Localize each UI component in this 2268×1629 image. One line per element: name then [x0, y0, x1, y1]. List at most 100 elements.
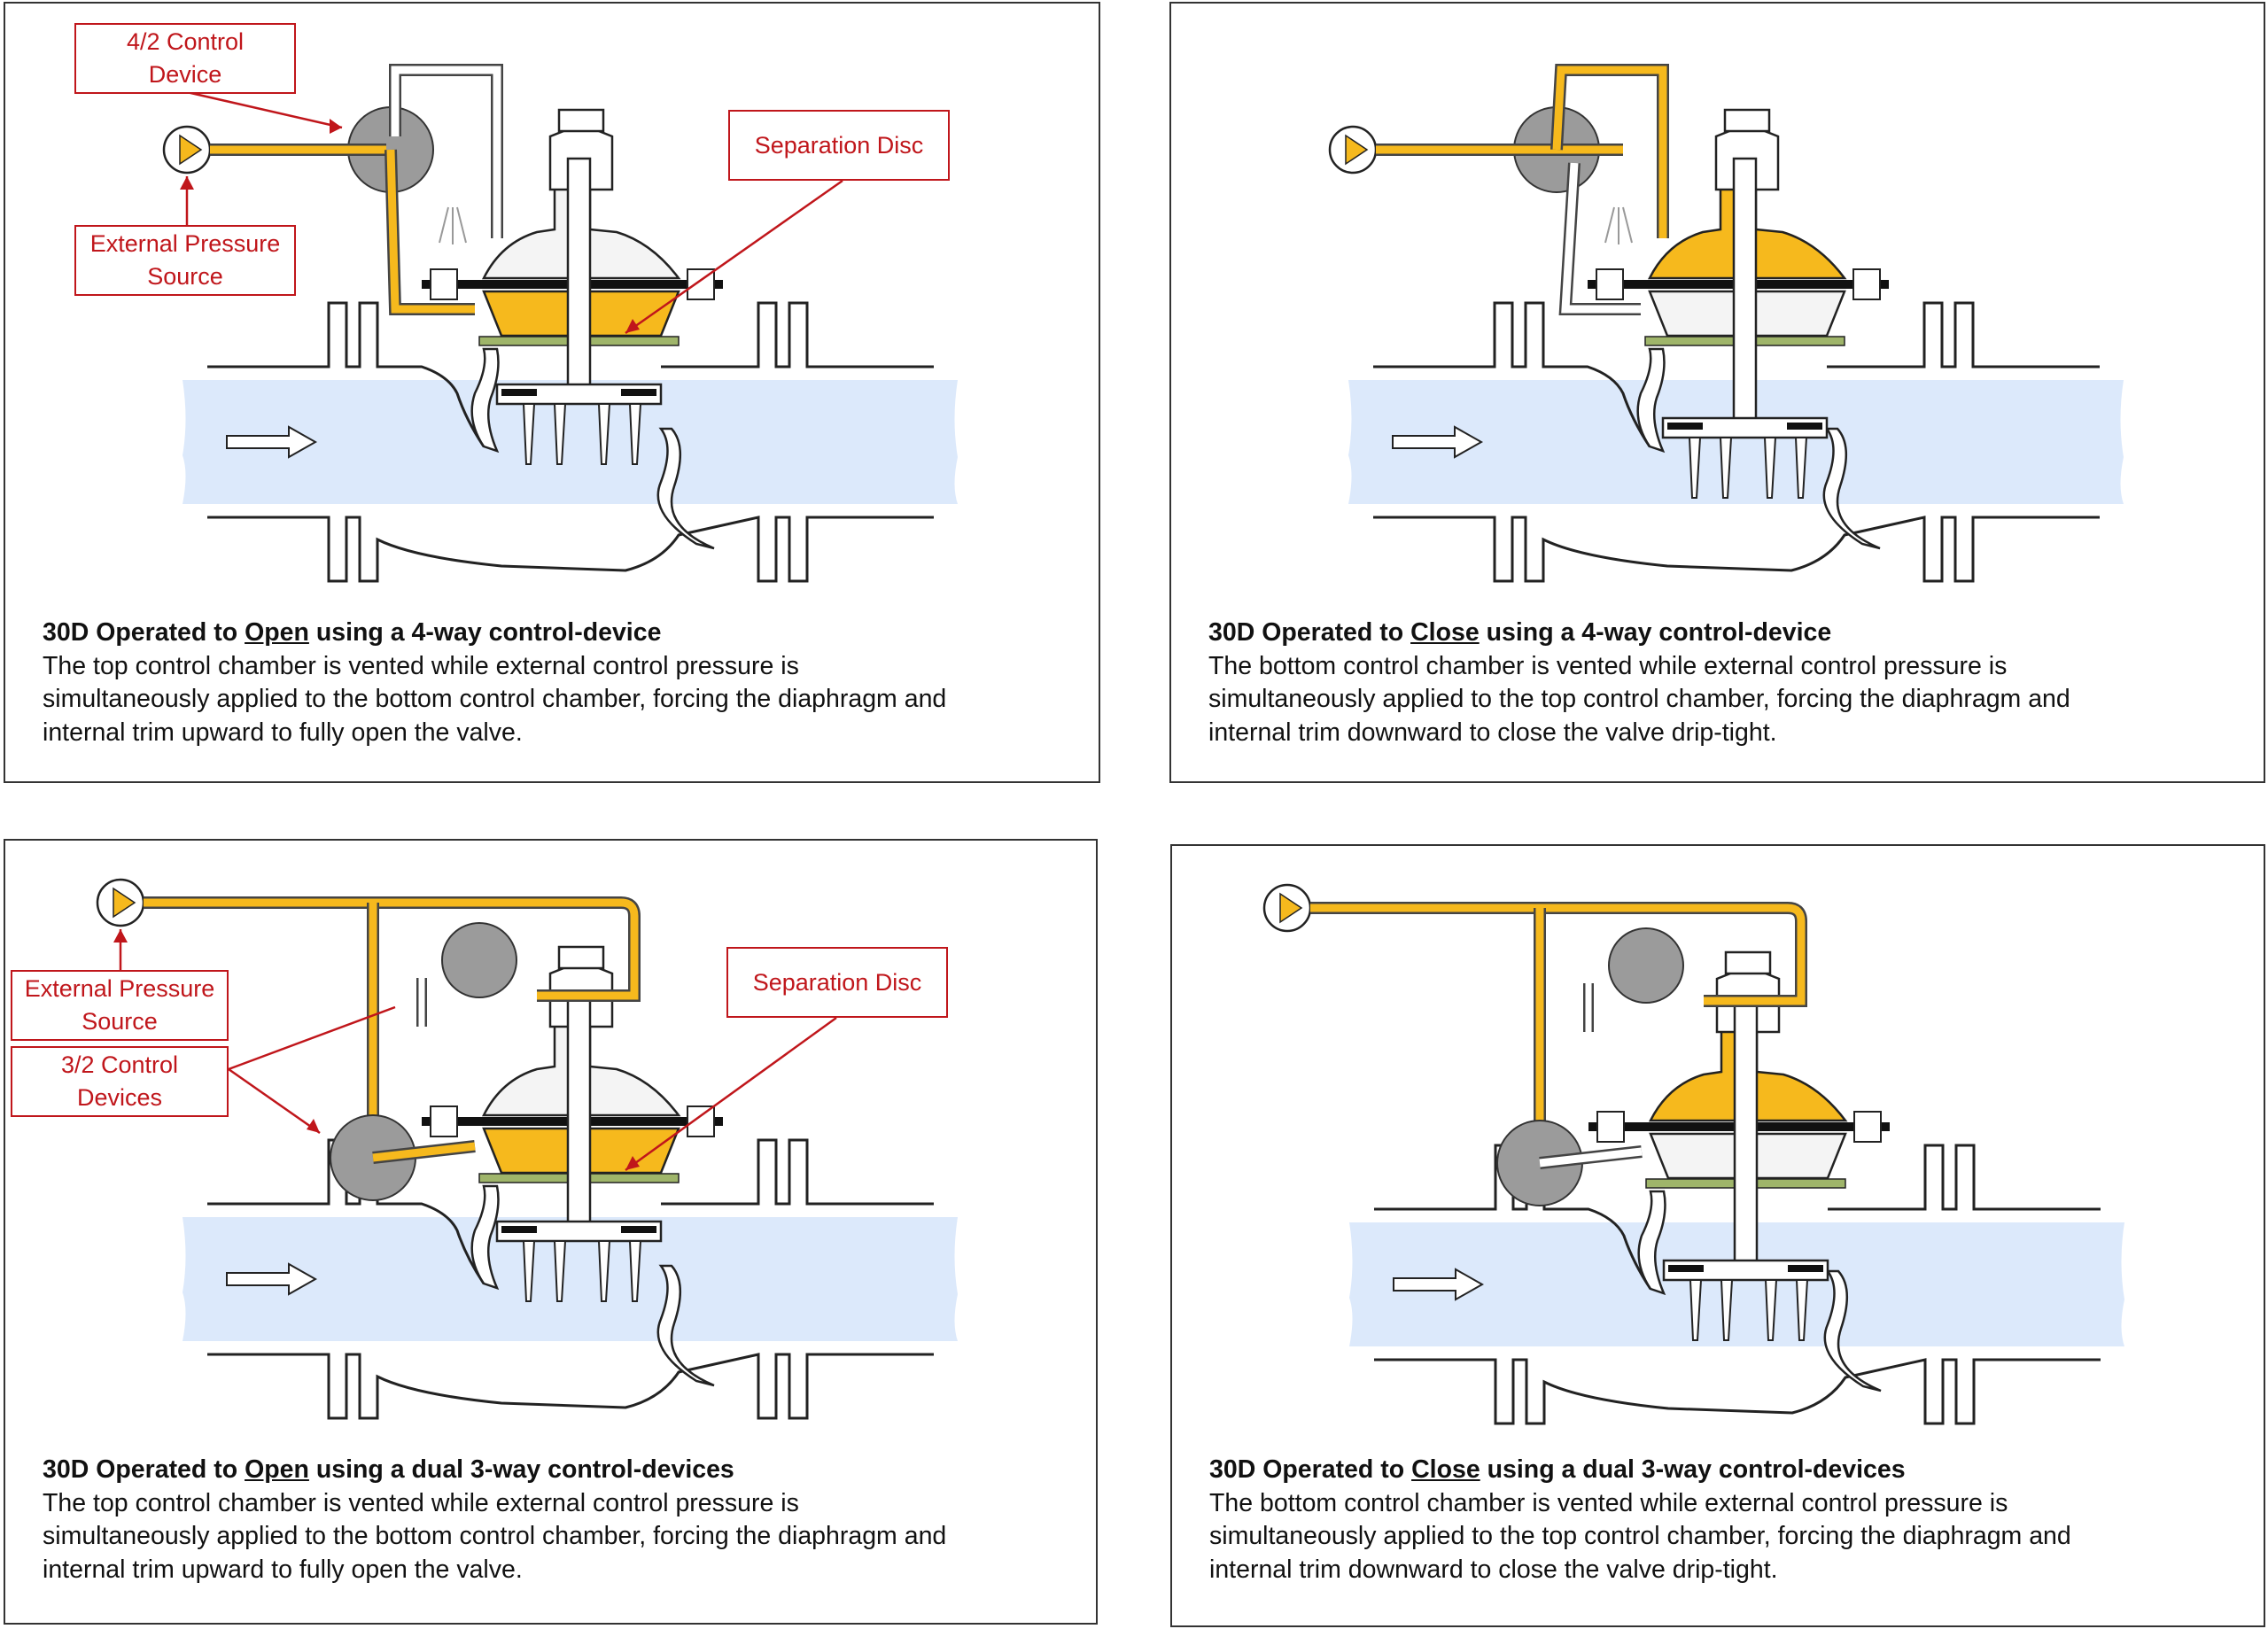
- pressure-source-arrow: [179, 134, 203, 166]
- guide-finger: [1795, 1279, 1809, 1341]
- valve-body: [1328, 64, 2124, 583]
- bonnet-nut: [557, 108, 605, 133]
- caption: 30D Operated to Close using a 4-way cont…: [1208, 617, 2228, 749]
- caption-line: simultaneously applied to the top contro…: [1208, 685, 2070, 713]
- caption-line: The bottom control chamber is vented whi…: [1208, 651, 2008, 680]
- valve-stem: [1732, 157, 1758, 433]
- pipe-wall-downstream: [661, 301, 934, 368]
- guide-finger: [522, 403, 536, 465]
- guide-finger: [522, 1240, 536, 1302]
- pipe-wall-bottom: [207, 516, 934, 583]
- seat-partition-right: [656, 1264, 715, 1387]
- flow-arrow: [226, 1262, 318, 1296]
- pressure-source-arrow: [1345, 134, 1369, 166]
- caption-line: simultaneously applied to the bottom con…: [43, 685, 947, 713]
- valve-stem: [566, 994, 592, 1237]
- seat-partition-right: [1822, 427, 1881, 550]
- lower-line: [1539, 1147, 1643, 1167]
- valve-plug: [1661, 416, 1829, 439]
- guide-finger: [1794, 437, 1808, 499]
- callout-leader: [625, 1016, 837, 1172]
- callout-text: 4/2 Control Device: [126, 28, 245, 88]
- plug-seal-left: [501, 389, 537, 396]
- caption-line: internal trim downward to close the valv…: [1208, 718, 1777, 747]
- pipe-wall-upstream: [207, 301, 485, 447]
- plug-seal-left: [501, 1226, 537, 1233]
- plug-seal-right: [1788, 1265, 1823, 1272]
- separation-disc-left: [1645, 1178, 1736, 1189]
- callout-4-2-control-device: 4/2 Control Device: [74, 23, 296, 94]
- panel-open-dual-3way: External Pressure Source 3/2 Control Dev…: [4, 839, 1098, 1625]
- guide-finger: [553, 403, 567, 465]
- valve-body: [162, 64, 958, 583]
- caption: 30D Operated to Open using a 4-way contr…: [43, 617, 1063, 749]
- valve-plug: [495, 383, 663, 406]
- seat-partition-left: [470, 347, 500, 454]
- pipe-wall-downstream: [1828, 1144, 2101, 1211]
- pipe-fluid: [183, 1217, 958, 1341]
- panel-close-4way: 30D Operated to Close using a 4-way cont…: [1169, 2, 2265, 783]
- separation-disc-left: [478, 336, 569, 346]
- callout-arrowhead: [625, 1156, 640, 1170]
- control-device-upper-icon: [441, 922, 517, 998]
- guide-finger: [1689, 1279, 1703, 1341]
- separation-disc-right: [1755, 336, 1845, 346]
- guide-finger: [1688, 437, 1702, 499]
- vent-spray-icon: [439, 206, 467, 244]
- callout-external-pressure-source: External Pressure Source: [11, 970, 229, 1041]
- flange-bolt-right: [1853, 1111, 1882, 1143]
- lower-line: [372, 1142, 476, 1162]
- valve-diagram: [1328, 64, 2124, 583]
- callout-separation-disc: Separation Disc: [726, 947, 948, 1018]
- flow-arrow: [226, 425, 318, 459]
- pipe-fluid: [1348, 380, 2124, 504]
- caption-line: The top control chamber is vented while …: [43, 651, 799, 680]
- guide-finger: [1764, 1279, 1778, 1341]
- callout-arrowhead: [307, 1119, 320, 1133]
- plug-seal-right: [1787, 423, 1822, 430]
- plug-seal-right: [621, 1226, 656, 1233]
- pressure-source-arrow: [1279, 892, 1303, 924]
- flow-arrow: [1392, 425, 1484, 459]
- separation-disc-right: [1756, 1178, 1846, 1189]
- separation-disc-right: [589, 1173, 680, 1183]
- guide-finger: [628, 403, 642, 465]
- pipe-wall-bottom: [207, 1353, 934, 1420]
- caption-line: internal trim upward to fully open the v…: [43, 1555, 523, 1584]
- callout-leader: [186, 90, 343, 129]
- pipe-wall-bottom: [1373, 516, 2100, 583]
- pressure-source-arrow: [113, 887, 136, 919]
- control-device-upper-icon: [1608, 927, 1684, 1004]
- caption-line: simultaneously applied to the bottom con…: [43, 1522, 947, 1550]
- callout-separation-disc: Separation Disc: [728, 110, 950, 181]
- callout-leader: [228, 1067, 321, 1135]
- pressure-line: [386, 149, 475, 314]
- valve-diagram: [162, 64, 958, 583]
- caption-line: simultaneously applied to the top contro…: [1209, 1522, 2071, 1550]
- flow-arrow: [1393, 1268, 1485, 1301]
- pipe-wall-upstream: [1373, 301, 1651, 447]
- valve-stem: [1733, 999, 1759, 1276]
- callout-text: External Pressure Source: [24, 975, 215, 1035]
- guide-finger: [597, 1240, 611, 1302]
- vent-line: [1561, 162, 1641, 314]
- seat-partition-left: [1637, 1190, 1666, 1296]
- vent-spray-icon: [1604, 206, 1633, 244]
- callout-text: External Pressure Source: [89, 230, 281, 290]
- valve-body: [1262, 883, 2124, 1425]
- pressure-line: [1552, 66, 1667, 238]
- flange-bolt-left: [430, 268, 458, 300]
- pipe-wall-downstream: [1827, 301, 2100, 368]
- callout-3-2-control-devices: 3/2 Control Devices: [11, 1046, 229, 1117]
- callout-leader: [228, 1005, 396, 1071]
- caption-title: 30D Operated to Open using a dual 3-way …: [43, 1455, 734, 1484]
- callout-external-pressure-source: External Pressure Source: [74, 225, 296, 296]
- guide-finger: [597, 403, 611, 465]
- supply-line: [1310, 904, 1806, 1005]
- guide-finger: [553, 1240, 567, 1302]
- caption-title: 30D Operated to Close using a dual 3-way…: [1209, 1455, 1906, 1484]
- guide-finger: [1719, 437, 1733, 499]
- flange-bolt-right: [1852, 268, 1881, 300]
- separation-disc-left: [1644, 336, 1735, 346]
- caption-title: 30D Operated to Close using a 4-way cont…: [1208, 618, 1832, 647]
